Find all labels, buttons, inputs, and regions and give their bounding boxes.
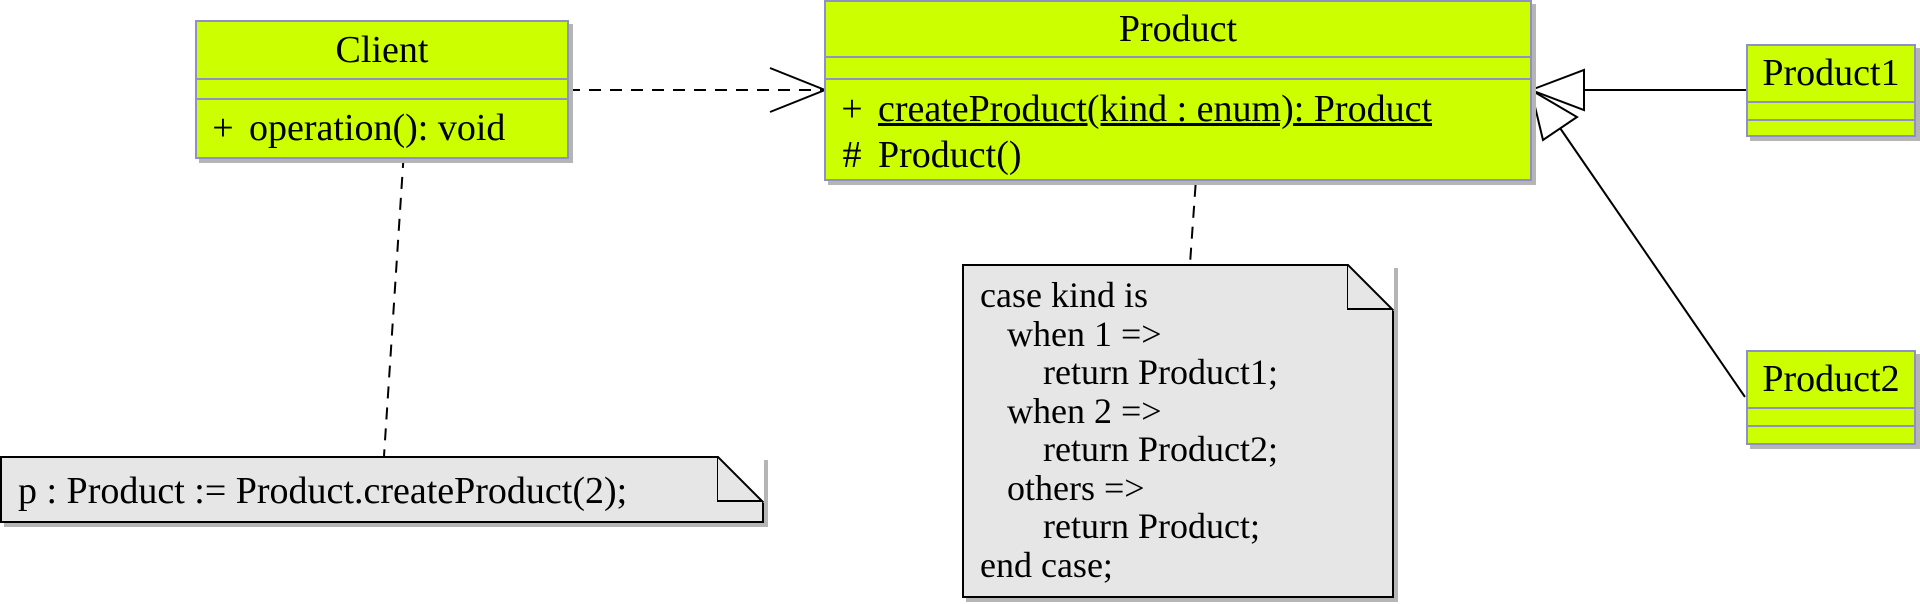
visibility-marker: + bbox=[841, 88, 863, 130]
operation-signature: Product() bbox=[878, 134, 1022, 176]
client-attributes bbox=[197, 80, 567, 100]
client-operation: + operation(): void bbox=[197, 104, 567, 152]
generalization-line-product2 bbox=[1559, 127, 1746, 398]
note-fold-icon bbox=[717, 456, 764, 503]
product2-operations bbox=[1748, 427, 1914, 443]
client-class-name: Client bbox=[197, 22, 567, 80]
product1-class[interactable]: Product1 bbox=[1746, 44, 1916, 137]
product1-operations bbox=[1748, 121, 1914, 137]
product2-class-name: Product2 bbox=[1748, 352, 1914, 409]
visibility-marker: + bbox=[212, 107, 234, 149]
product-class[interactable]: Product + createProduct(kind : enum): Pr… bbox=[824, 0, 1532, 181]
factory-method-note[interactable]: case kind is when 1 => return Product1; … bbox=[962, 264, 1394, 598]
product1-attributes bbox=[1748, 103, 1914, 121]
product2-attributes bbox=[1748, 409, 1914, 427]
factory-note-text: case kind is when 1 => return Product1; … bbox=[980, 275, 1278, 585]
client-note-text: p : Product := Product.createProduct(2); bbox=[18, 470, 628, 512]
product1-class-name: Product1 bbox=[1748, 46, 1914, 103]
product-operation-create: + createProduct(kind : enum): Product bbox=[826, 86, 1530, 132]
client-note-anchor bbox=[383, 134, 406, 457]
client-class[interactable]: Client + operation(): void bbox=[195, 20, 569, 159]
product-attributes bbox=[826, 58, 1530, 80]
product-class-name: Product bbox=[826, 2, 1530, 58]
client-operations: + operation(): void bbox=[197, 100, 567, 152]
note-fold-icon bbox=[1347, 264, 1394, 311]
product-operation-constructor: # Product() bbox=[826, 132, 1530, 178]
client-note[interactable]: p : Product := Product.createProduct(2); bbox=[0, 456, 764, 523]
operation-signature: operation(): void bbox=[249, 107, 506, 149]
generalization-arrowhead-product1 bbox=[1528, 68, 1585, 112]
generalization-arrowhead-product2 bbox=[1529, 87, 1579, 142]
product2-class[interactable]: Product2 bbox=[1746, 350, 1916, 445]
visibility-marker: # bbox=[842, 134, 862, 176]
product-operations: + createProduct(kind : enum): Product # … bbox=[826, 80, 1530, 178]
operation-signature: createProduct(kind : enum): Product bbox=[878, 88, 1433, 130]
